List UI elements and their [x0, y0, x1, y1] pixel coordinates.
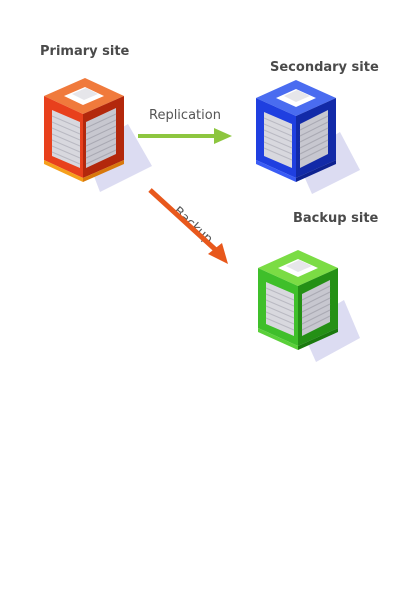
backup-server-icon: [258, 250, 338, 350]
secondary-site-node: [256, 80, 360, 194]
backup-site-label: Backup site: [293, 211, 379, 226]
primary-site-node: [44, 78, 152, 192]
secondary-server-icon: [256, 80, 336, 182]
primary-server-icon: [44, 78, 124, 182]
backup-arrowhead: [208, 243, 228, 264]
secondary-site-label: Secondary site: [270, 60, 379, 75]
replication-label: Replication: [149, 108, 221, 123]
replication-arrowhead: [214, 128, 232, 144]
replication-arrow: [138, 128, 232, 144]
primary-site-label: Primary site: [40, 44, 130, 59]
backup-arrow: [148, 188, 228, 264]
backup-site-node: [258, 250, 360, 362]
